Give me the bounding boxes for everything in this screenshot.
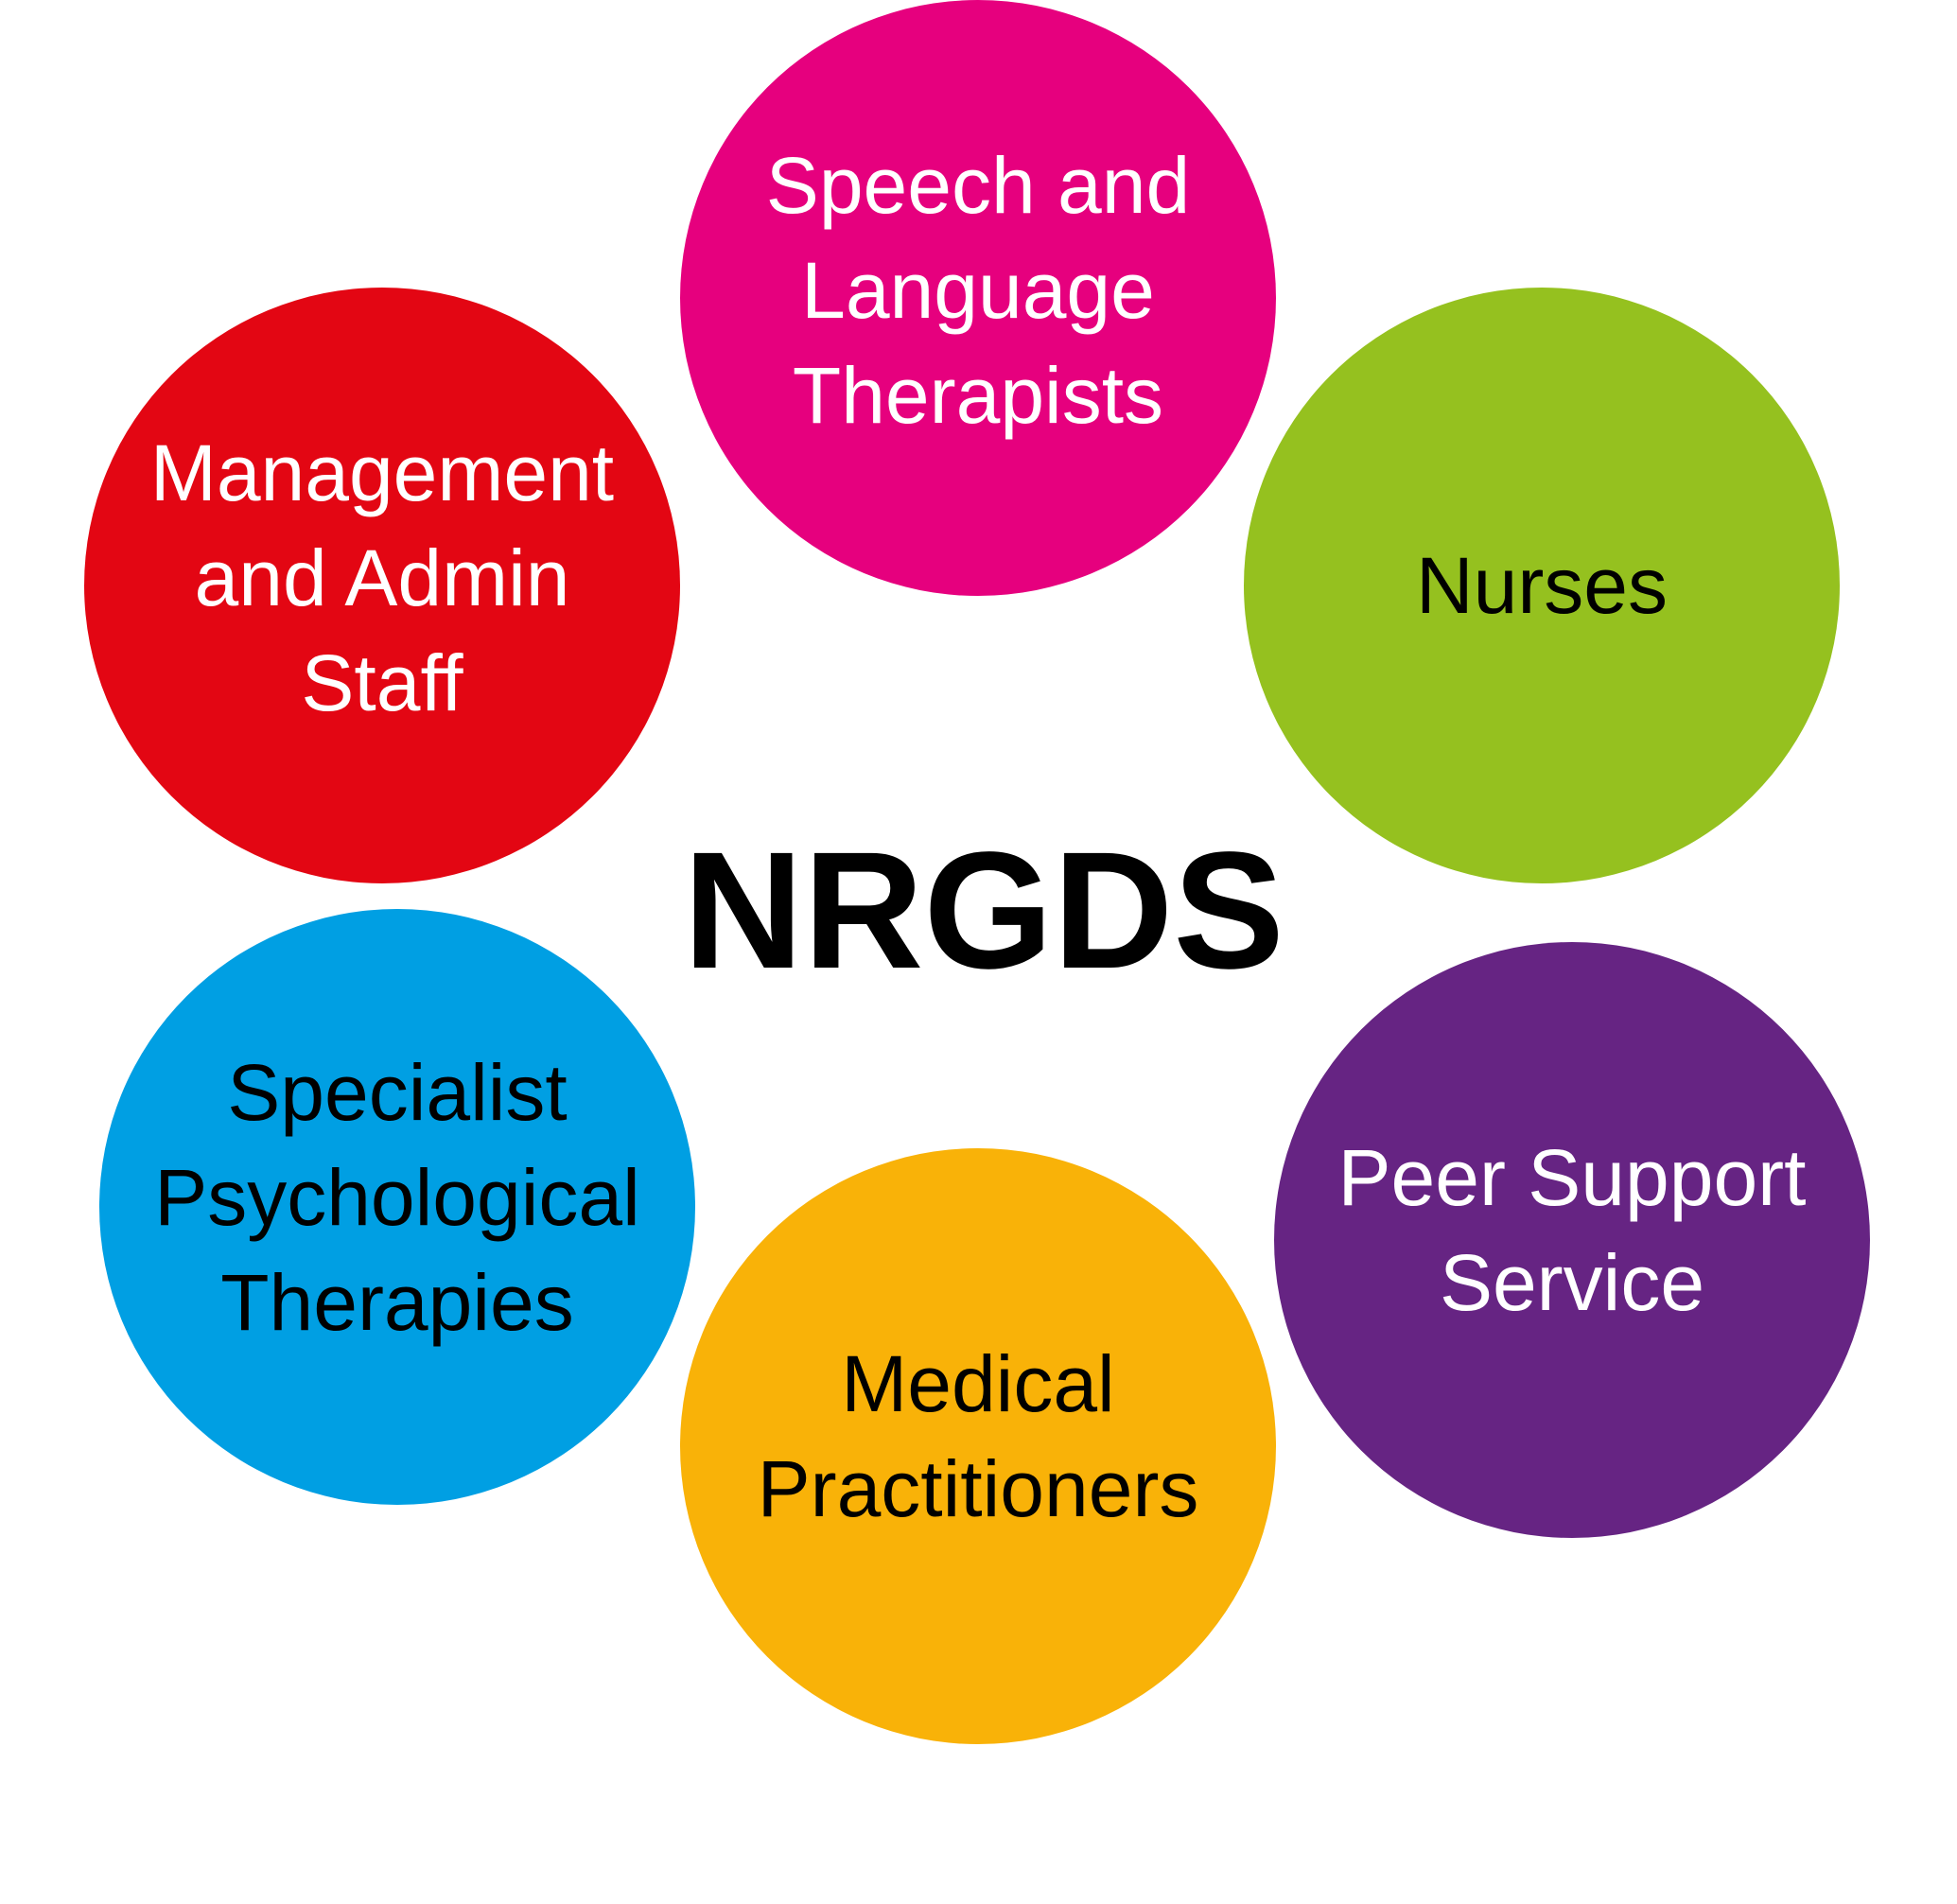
circle-label: Management and Admin Staff — [149, 428, 615, 727]
circle-label: Peer Support Service — [1337, 1133, 1807, 1327]
circle-speech-language-therapists: Speech and Language Therapists — [680, 0, 1276, 596]
circle-management-admin-staff: Management and Admin Staff — [84, 288, 680, 883]
circle-label: Specialist Psychological Therapies — [154, 1047, 640, 1347]
circle-peer-support-service: Peer Support Service — [1274, 942, 1870, 1538]
center-title: NRGDS — [683, 818, 1284, 1004]
circle-nurses: Nurses — [1244, 288, 1840, 883]
circle-label: Medical Practitioners — [757, 1339, 1199, 1533]
circle-medical-practitioners: Medical Practitioners — [680, 1148, 1276, 1744]
circle-label: Speech and Language Therapists — [765, 140, 1191, 440]
circle-label: Nurses — [1415, 540, 1669, 630]
circle-specialist-psychological-therapies: Specialist Psychological Therapies — [99, 909, 695, 1505]
